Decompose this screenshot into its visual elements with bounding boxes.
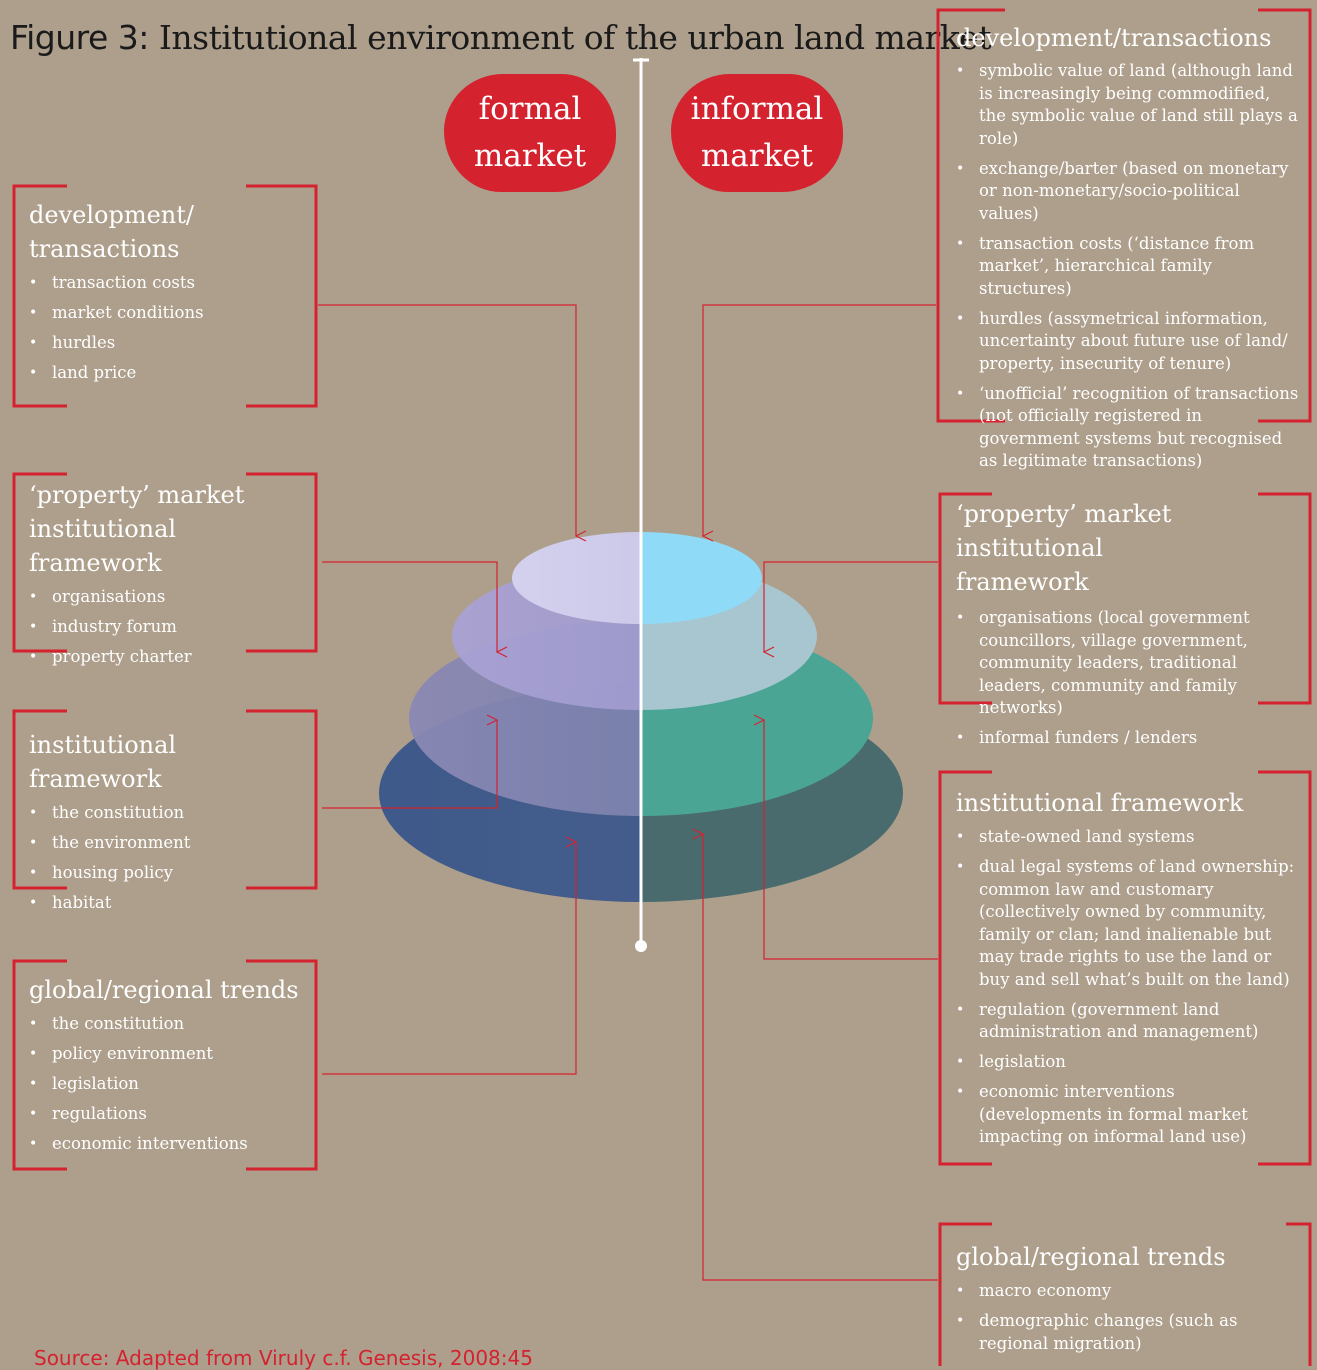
left-box-property-market: ‘property’ market institutional framewor… <box>29 478 314 676</box>
bullet-list: the constitution policy environment legi… <box>29 1013 314 1156</box>
list-item: the environment <box>29 832 314 855</box>
bullet-list: state-owned land systems dual legal syst… <box>956 826 1301 1149</box>
list-item: hurdles (assymetrical information, uncer… <box>956 308 1301 376</box>
bullet-list: symbolic value of land (although land is… <box>956 60 1301 473</box>
informal-market-line2: market <box>700 138 814 174</box>
list-item: symbolic value of land (although land is… <box>956 60 1301 150</box>
list-item: market conditions <box>29 302 314 325</box>
informal-market-badge: informal market <box>671 74 843 192</box>
left-box-heading: institutional framework <box>29 731 177 793</box>
list-item: exchange/barter (based on monetary or no… <box>956 158 1301 226</box>
formal-market-line1: formal <box>478 91 582 127</box>
list-item: state-owned land systems <box>956 826 1301 849</box>
right-box-heading: ‘property’ market institutional framewor… <box>956 497 1301 599</box>
list-item: informal funders / lenders <box>956 727 1301 750</box>
right-box-heading: global/regional trends <box>956 1243 1226 1271</box>
heading-line: framework <box>956 568 1089 596</box>
right-box-global-regional-trends: global/regional trends macro economy dem… <box>956 1240 1301 1363</box>
left-box-brackets <box>12 184 318 1171</box>
source-label: Source: <box>34 1346 110 1370</box>
right-box-institutional-framework: institutional framework state-owned land… <box>956 786 1301 1156</box>
list-item: organisations (local government councill… <box>956 607 1301 720</box>
bullet-list: organisations (local government councill… <box>956 607 1301 750</box>
list-item: habitat <box>29 892 314 915</box>
right-box-heading: institutional framework <box>956 789 1244 817</box>
list-item: transaction costs (‘distance from market… <box>956 233 1301 301</box>
bullet-list: macro economy demographic changes (such … <box>956 1280 1301 1355</box>
left-box-heading: global/regional trends <box>29 976 299 1004</box>
bullet-list: organisations industry forum property ch… <box>29 586 314 669</box>
left-box-heading: ‘property’ market institutional framewor… <box>29 478 314 580</box>
heading-line: institutional framework <box>29 515 177 577</box>
list-item: regulation (government land administrati… <box>956 999 1301 1044</box>
list-item: industry forum <box>29 616 314 639</box>
list-item: the constitution <box>29 802 314 825</box>
source-text: Adapted from Viruly c.f. Genesis, 2008:4… <box>115 1346 533 1370</box>
bullet-list: the constitution the environment housing… <box>29 802 314 915</box>
list-item: legislation <box>956 1051 1301 1074</box>
bullet-list: transaction costs market conditions hurd… <box>29 272 314 385</box>
list-item: the constitution <box>29 1013 314 1036</box>
source-note: Source: Adapted from Viruly c.f. Genesis… <box>34 1346 533 1370</box>
list-item: ‘unofficial’ recognition of transactions… <box>956 383 1301 473</box>
list-item: regulations <box>29 1103 314 1126</box>
right-box-property-market: ‘property’ market institutional framewor… <box>956 497 1301 757</box>
heading-line: transactions <box>29 235 180 263</box>
list-item: economic interventions <box>29 1133 314 1156</box>
formal-market-badge: formal market <box>444 74 616 192</box>
list-item: land price <box>29 362 314 385</box>
list-item: hurdles <box>29 332 314 355</box>
list-item: transaction costs <box>29 272 314 295</box>
formal-market-line2: market <box>473 138 587 174</box>
figure-title-text: Institutional environment of the urban l… <box>158 18 992 57</box>
list-item: property charter <box>29 646 314 669</box>
figure-title: Figure 3: Institutional environment of t… <box>10 18 992 57</box>
heading-line: ‘property’ market <box>29 481 245 509</box>
left-box-heading: development/ transactions <box>29 198 314 266</box>
left-box-global-regional-trends: global/regional trends the constitution … <box>29 973 314 1163</box>
connector-lines <box>318 304 938 1281</box>
left-box-institutional-framework: institutional framework the constitution… <box>29 728 314 922</box>
heading-line: development/ <box>29 201 194 229</box>
list-item: policy environment <box>29 1043 314 1066</box>
pyramid-formal-side <box>379 532 641 902</box>
right-box-heading: development/transactions <box>956 24 1272 52</box>
pyramid-informal-side <box>641 532 903 902</box>
list-item: housing policy <box>29 862 314 885</box>
left-box-development-transactions: development/ transactions transaction co… <box>29 198 314 392</box>
informal-market-line1: informal <box>690 91 824 127</box>
heading-line: ‘property’ market institutional <box>956 500 1172 562</box>
list-item: legislation <box>29 1073 314 1096</box>
list-item: organisations <box>29 586 314 609</box>
list-item: macro economy <box>956 1280 1301 1303</box>
right-box-development-transactions: development/transactions symbolic value … <box>956 21 1301 480</box>
figure-label: Figure 3: <box>10 18 149 57</box>
list-item: demographic changes (such as regional mi… <box>956 1310 1301 1355</box>
list-item: economic interventions (developments in … <box>956 1081 1301 1149</box>
list-item: dual legal systems of land ownership: co… <box>956 856 1301 991</box>
